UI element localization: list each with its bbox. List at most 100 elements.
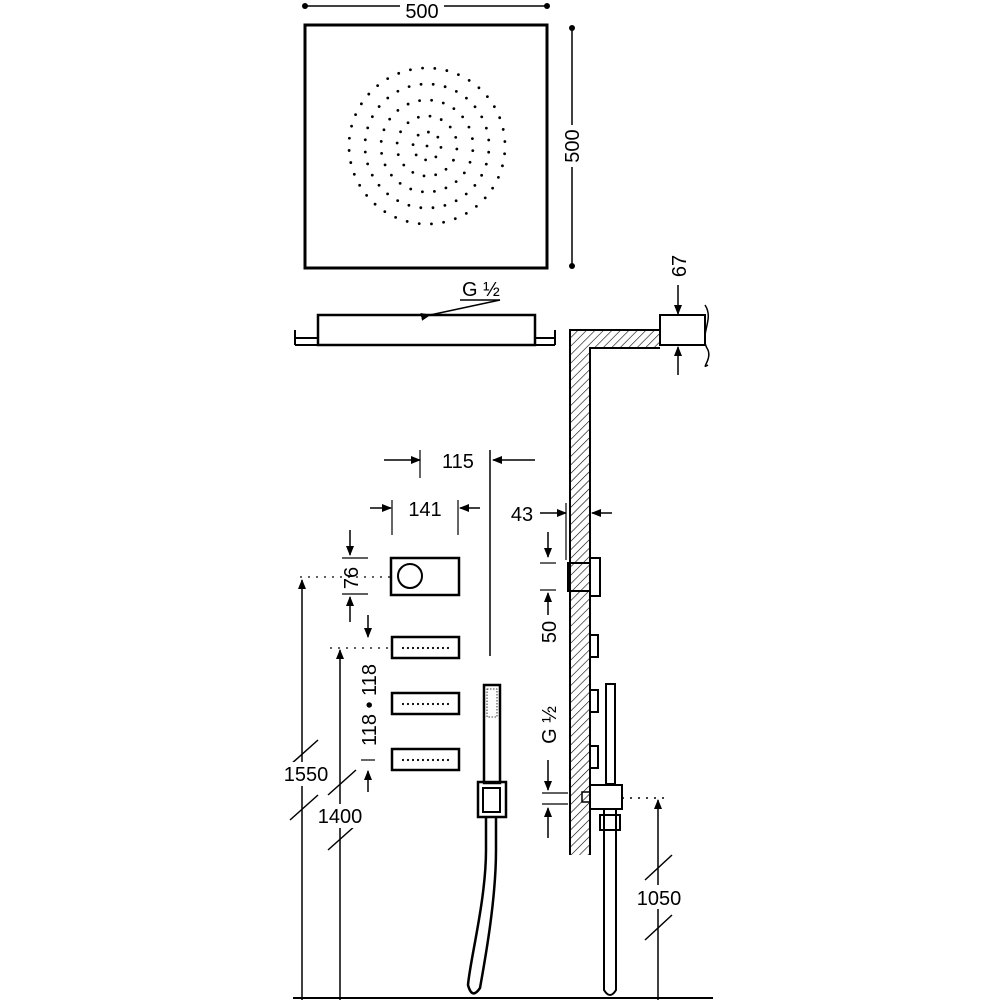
jet-nozzle-dot xyxy=(431,758,435,762)
nozzle-dot xyxy=(441,101,445,105)
jet-nozzle-dot xyxy=(446,646,450,650)
thickness-label: 67 xyxy=(669,255,691,277)
nozzle-dot xyxy=(398,181,402,185)
nozzle-dot xyxy=(424,158,428,162)
control-knob xyxy=(397,563,423,589)
nozzle-dot xyxy=(431,206,435,210)
nozzle-dot xyxy=(407,85,411,89)
nozzle-dot xyxy=(473,184,477,187)
nozzle-dot xyxy=(407,203,411,207)
jet-nozzle-dot xyxy=(426,758,430,762)
nozzle-dot xyxy=(379,140,383,143)
jet-spacing-label: 118 • 118 xyxy=(359,664,381,746)
nozzle-dot xyxy=(453,217,457,221)
control-height-label: 76 xyxy=(341,567,363,589)
dim-end-dot xyxy=(302,3,308,9)
nozzle-dot xyxy=(354,113,357,117)
outlet-height-label: 1050 xyxy=(637,888,682,910)
nozzle-dot xyxy=(366,162,370,166)
nozzle-dot xyxy=(444,167,448,171)
jet-nozzle-dot xyxy=(421,758,425,762)
nozzle-dot xyxy=(347,136,351,140)
nozzle-dot xyxy=(501,164,504,168)
nozzle-dot xyxy=(377,183,381,187)
nozzle-dot xyxy=(470,137,474,140)
jet-nozzle-dot xyxy=(416,702,420,706)
nozzle-dot xyxy=(443,85,447,89)
nozzle-dot xyxy=(382,128,386,132)
nozzle-dot xyxy=(464,211,468,215)
nozzle-dot xyxy=(383,163,387,167)
nozzle-dot xyxy=(425,144,429,148)
nozzle-dot xyxy=(465,96,468,100)
nozzle-dot xyxy=(422,174,426,178)
nozzle-dot xyxy=(487,138,491,142)
nozzle-dot xyxy=(388,117,392,121)
hose-side xyxy=(599,809,621,996)
jet-nozzle-dot xyxy=(401,646,405,650)
nozzle-dot xyxy=(485,95,489,99)
nozzle-dot xyxy=(487,150,491,154)
nozzle-dot xyxy=(455,147,459,151)
jet-nozzle-dot xyxy=(421,702,425,706)
jet-nozzle-dot xyxy=(426,646,430,650)
jet-nozzle-dot xyxy=(401,758,405,762)
nozzle-dot xyxy=(409,68,412,72)
nozzle-dot xyxy=(456,73,460,76)
nozzle-dot xyxy=(359,102,363,106)
jet-nozzle-dot xyxy=(416,646,420,650)
projection-label: 43 xyxy=(511,504,533,526)
nozzle-dot xyxy=(419,206,423,210)
nozzle-dot xyxy=(418,99,421,103)
wall-control xyxy=(589,557,601,597)
nozzle-dot xyxy=(454,135,458,139)
jet-nozzle-dot xyxy=(406,646,410,650)
nozzle-dot xyxy=(428,114,432,118)
nozzle-dot xyxy=(411,171,415,174)
nozzle-dot xyxy=(383,210,387,214)
nozzle-dot xyxy=(497,175,500,179)
hand-shower xyxy=(482,683,502,785)
jet-nozzle-dot xyxy=(446,702,450,706)
nozzle-dot xyxy=(363,150,367,154)
ceiling-head-detail xyxy=(659,314,706,346)
jet-nozzle-dot xyxy=(431,646,435,650)
nozzle-dot xyxy=(452,158,455,162)
nozzle-dot xyxy=(406,121,410,125)
nozzle-dot xyxy=(373,202,377,206)
nozzle-pattern xyxy=(347,66,507,226)
nozzle-dot xyxy=(394,216,398,219)
nozzle-dot xyxy=(358,183,362,187)
nozzle-dot xyxy=(396,89,400,93)
nozzle-dot xyxy=(396,108,400,112)
spacing-label: 50 xyxy=(539,621,561,643)
nozzle-dot xyxy=(430,98,433,102)
nozzle-dot xyxy=(444,186,448,190)
nozzle-dot xyxy=(411,143,415,147)
jet-nozzle-dot xyxy=(411,702,415,706)
jet-nozzle-dot xyxy=(446,758,450,762)
hand-shower-side xyxy=(605,683,616,785)
nozzle-dot xyxy=(468,160,472,164)
nozzle-dot xyxy=(389,173,393,177)
nozzle-dot xyxy=(406,102,410,106)
width-label: 500 xyxy=(405,1,438,23)
jet-nozzle-dot xyxy=(431,702,435,706)
nozzle-dot xyxy=(363,138,367,142)
nozzle-dot xyxy=(461,115,465,119)
jet-nozzle-dot xyxy=(436,702,440,706)
nozzle-dot xyxy=(405,220,409,223)
nozzle-dot xyxy=(498,116,502,120)
nozzle-dot xyxy=(395,141,399,145)
nozzle-dot xyxy=(350,124,353,128)
nozzle-dot xyxy=(365,193,369,197)
nozzle-dot xyxy=(414,153,418,157)
nozzle-dot xyxy=(492,105,496,109)
nozzle-dot xyxy=(417,222,421,226)
nozzle-dot xyxy=(503,152,507,156)
body-jets xyxy=(390,635,461,772)
nozzle-dot xyxy=(467,78,471,82)
jet-nozzle-dot xyxy=(426,702,430,706)
